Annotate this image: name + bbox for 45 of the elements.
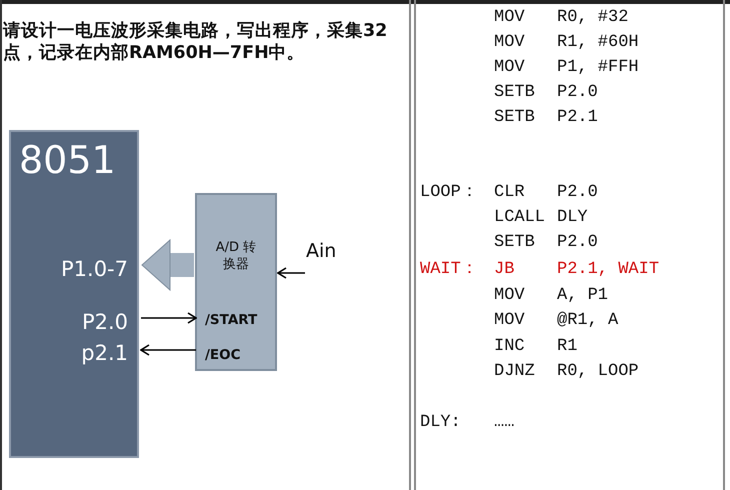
question-text: 请设计一电压波形采集电路，写出程序，采集32点，记录在内部RAM60H—7FH中。 (3, 20, 388, 64)
code-text: DJNZ (494, 362, 535, 382)
code-text: P2.1, WAIT (557, 260, 660, 280)
code-text: R1, #60H (557, 33, 639, 53)
code-text: R0, #32 (557, 8, 628, 28)
pin-label: P1.0-7 (32, 254, 140, 284)
arrow (141, 312, 197, 324)
code-text: LOOP： (420, 183, 478, 203)
code-text: R0, LOOP (557, 362, 639, 382)
converter-block (195, 193, 277, 371)
code-text: WAIT： (420, 260, 478, 280)
arrow (140, 344, 196, 356)
code-text: JB (494, 260, 514, 280)
arrow (277, 267, 305, 279)
code-text: MOV (494, 311, 525, 331)
chip-block (9, 130, 139, 458)
code-text: MOV (494, 58, 525, 78)
pin-label: P2.0 (32, 308, 140, 336)
pin-label: p2.1 (32, 339, 140, 367)
code-text: …… (494, 413, 514, 433)
code-text: MOV (494, 33, 525, 53)
code-text: MOV (494, 286, 525, 306)
bus-arrow (142, 240, 194, 290)
code-text: SETB (494, 108, 535, 128)
code-text: CLR (494, 183, 525, 203)
code-text: DLY (557, 208, 588, 228)
code-text: LCALL (494, 208, 546, 228)
code-text: A, P1 (557, 286, 608, 306)
signal-label: /EOC (197, 343, 277, 367)
code-text: P2.1 (557, 108, 598, 128)
code-text: P2.0 (557, 83, 598, 103)
signal-label: /START (197, 308, 277, 332)
code-text: INC (494, 337, 525, 357)
code-text: SETB (494, 233, 535, 253)
block-label: A/D 转换器 (214, 239, 258, 273)
chip-label: 8051 (19, 138, 116, 182)
code-text: @R1, A (557, 311, 618, 331)
code-text: P1, #FFH (557, 58, 639, 78)
code-text: DLY: (420, 413, 461, 433)
code-text: MOV (494, 8, 525, 28)
code-text: P2.0 (557, 233, 598, 253)
code-text: P2.0 (557, 183, 598, 203)
input-label: Ain (306, 238, 348, 264)
code-text: SETB (494, 83, 535, 103)
code-text: R1 (557, 337, 578, 357)
